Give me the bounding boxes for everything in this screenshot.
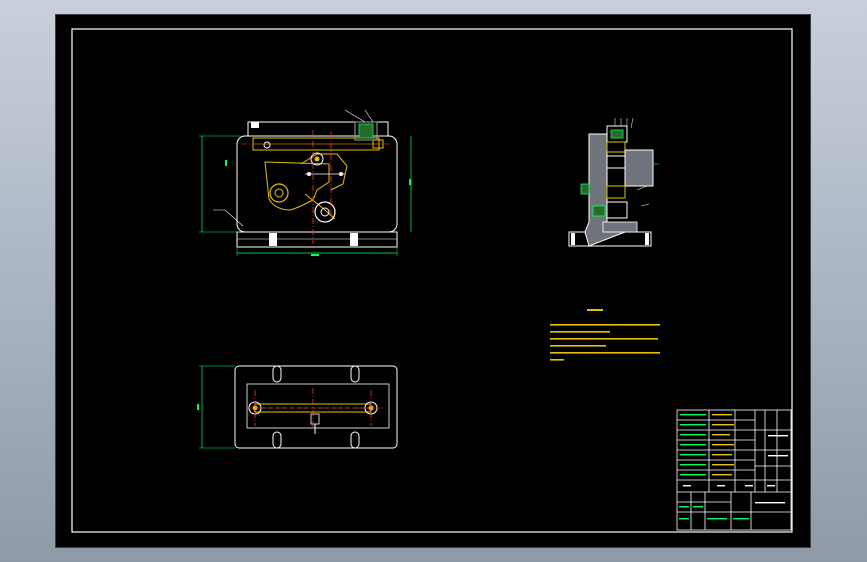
title-block-text-marks (679, 414, 788, 520)
cad-viewport[interactable] (55, 14, 811, 548)
title-block[interactable] (676, 409, 792, 531)
top-plate (234, 365, 398, 449)
front-view[interactable] (199, 109, 412, 256)
front-top-bar (247, 121, 389, 137)
front-lever-arm (264, 161, 330, 211)
drawing-sheet (71, 28, 793, 533)
front-base-plate (236, 231, 398, 248)
side-view[interactable] (568, 117, 659, 247)
technical-notes (550, 309, 660, 361)
sheet-border (71, 28, 793, 533)
top-view[interactable] (197, 365, 398, 449)
